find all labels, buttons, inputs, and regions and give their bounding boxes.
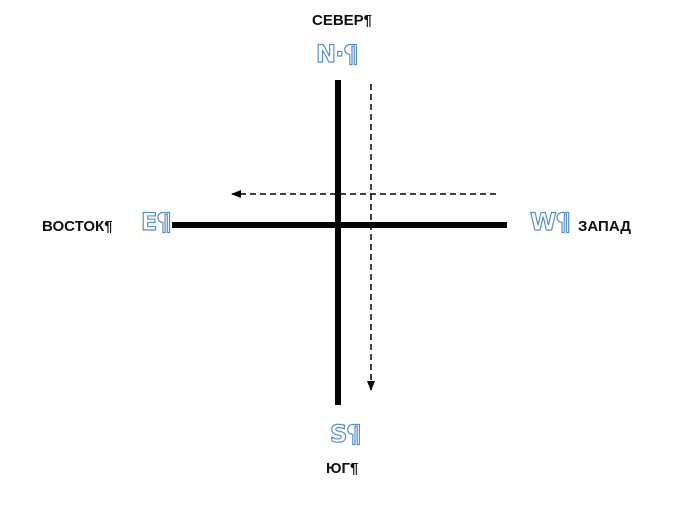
west-label-ru: ЗАПАД [578, 218, 631, 235]
south-label-en: S¶ [329, 419, 362, 448]
north-label-ru: СЕВЕР¶ [312, 12, 373, 29]
south-label-ru: ЮГ¶ [326, 460, 359, 477]
west-label-en: W¶ [529, 207, 571, 236]
east-label-en: E¶ [140, 207, 172, 236]
east-label-ru: ВОСТОК¶ [42, 218, 113, 235]
north-label-en: N·¶ [315, 39, 359, 68]
